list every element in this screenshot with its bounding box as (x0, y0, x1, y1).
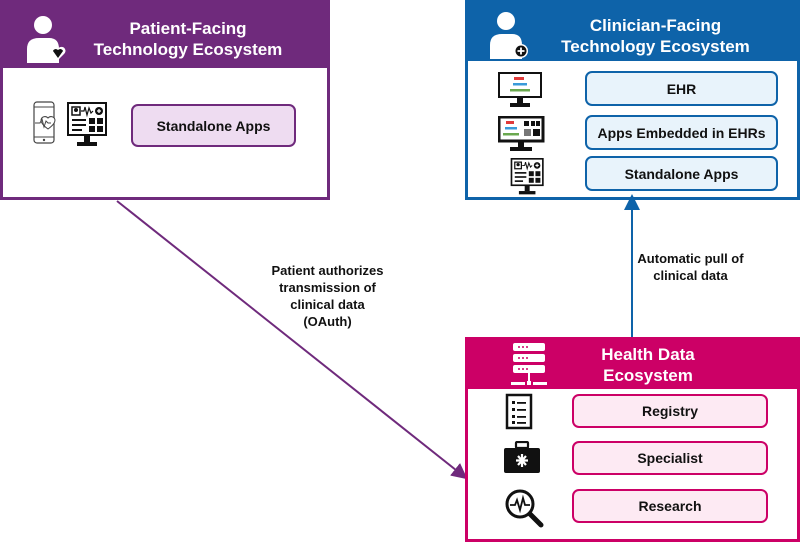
health-specialist-box[interactable]: Specialist (572, 441, 768, 475)
patient-heart-icon (27, 16, 66, 63)
health-title-line1: Health Data (601, 345, 695, 364)
health-research-box[interactable]: Research (572, 489, 768, 523)
patient-facing-panel: Patient-Facing Technology Ecosystem Stan… (0, 0, 330, 200)
edge-label-line: clinical data (290, 297, 365, 312)
clinician-plus-icon (490, 12, 528, 59)
server-icon (511, 343, 547, 385)
health-to-clinician-label: Automatic pull of clinical data (628, 250, 753, 284)
health-specialist-label: Specialist (637, 450, 703, 466)
clinician-title-line1: Clinician-Facing (589, 16, 722, 35)
edge-label-line: (OAuth) (303, 314, 352, 329)
clinician-ehr-label: EHR (666, 80, 697, 97)
medical-bag-icon (504, 441, 540, 473)
ehr-apps-monitor-icon (498, 116, 545, 151)
magnifier-heartbeat-icon (505, 489, 544, 528)
health-title-line2: Ecosystem (603, 366, 693, 385)
health-data-panel: Health Data Ecosystem Registry Specialis… (465, 337, 800, 542)
monitor-dashboard-icon (510, 158, 544, 195)
edge-label-line: clinical data (653, 268, 728, 283)
patient-standalone-apps-box[interactable]: Standalone Apps (131, 104, 296, 147)
arrow-patient-to-health (116, 200, 468, 480)
edge-label-line: Automatic pull of (637, 251, 744, 266)
monitor-dashboard-icon (67, 102, 107, 146)
clinician-panel-title: Clinician-Facing Technology Ecosystem (538, 15, 773, 57)
clinician-standalone-apps-label: Standalone Apps (624, 165, 739, 182)
clinician-ehr-box[interactable]: EHR (585, 71, 778, 106)
ehr-monitor-icon (498, 72, 542, 107)
health-registry-box[interactable]: Registry (572, 394, 768, 428)
patient-title-line1: Patient-Facing (129, 19, 247, 38)
clinician-apps-embedded-label: Apps Embedded in EHRs (597, 124, 766, 141)
patient-title-line2: Technology Ecosystem (93, 40, 283, 59)
edge-label-line: Patient authorizes (271, 263, 384, 278)
health-panel-title: Health Data Ecosystem (548, 344, 748, 386)
clinician-facing-panel: Clinician-Facing Technology Ecosystem EH… (465, 0, 800, 200)
patient-panel-title: Patient-Facing Technology Ecosystem (73, 18, 303, 60)
clinician-standalone-apps-box[interactable]: Standalone Apps (585, 156, 778, 191)
patient-to-health-label: Patient authorizes transmission of clini… (240, 262, 415, 330)
clinician-apps-embedded-box[interactable]: Apps Embedded in EHRs (585, 115, 778, 150)
health-research-label: Research (638, 498, 702, 514)
checklist-icon (505, 393, 533, 430)
patient-standalone-apps-label: Standalone Apps (156, 117, 271, 134)
clinician-title-line2: Technology Ecosystem (561, 37, 750, 56)
health-registry-label: Registry (641, 403, 699, 419)
phone-heartbeat-icon (33, 101, 56, 144)
edge-label-line: transmission of (279, 280, 376, 295)
